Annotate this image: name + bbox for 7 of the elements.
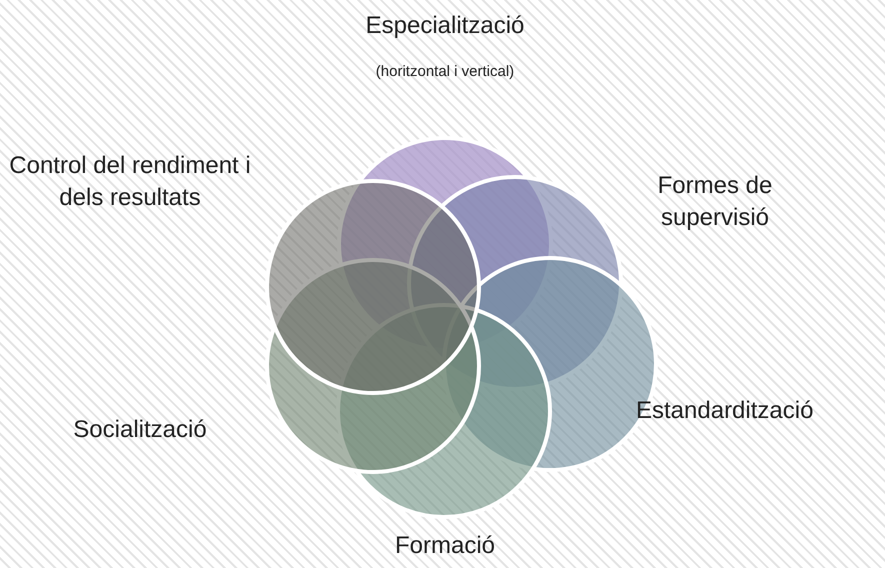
circle-label: Especialització xyxy=(364,11,526,41)
circle-label: Control del rendiment i dels resultats xyxy=(8,151,252,213)
circle-label: Estandardització xyxy=(636,396,814,426)
circle-label: Socialització xyxy=(72,415,208,445)
circle-label: Formes de supervisió xyxy=(656,171,774,233)
circle-label: Formació xyxy=(394,531,496,561)
circle-sublabel: (horitzontal i vertical) xyxy=(374,62,516,82)
